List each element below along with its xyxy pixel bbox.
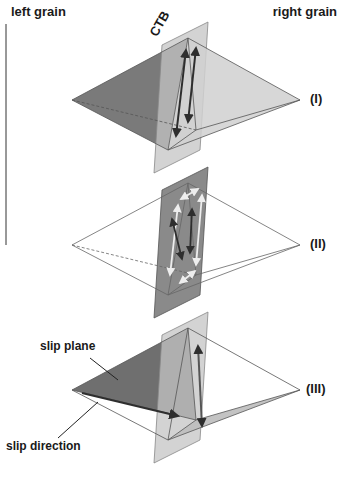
twin-pair [72, 167, 300, 318]
case-number: (III) [306, 382, 326, 396]
boundary-label: CTB [147, 9, 173, 39]
case-number: (I) [310, 92, 322, 106]
grain-label: left grain [11, 5, 66, 19]
grain-bar [6, 24, 7, 245]
callout-label: slip plane [40, 340, 95, 353]
twin-pair [72, 22, 300, 173]
callout-label: slip direction [6, 440, 81, 453]
case-number: (II) [310, 237, 326, 251]
leader-line [90, 358, 118, 380]
twin-pair [72, 312, 300, 463]
leader-line [58, 402, 98, 438]
grain-label: right grain [273, 5, 337, 19]
